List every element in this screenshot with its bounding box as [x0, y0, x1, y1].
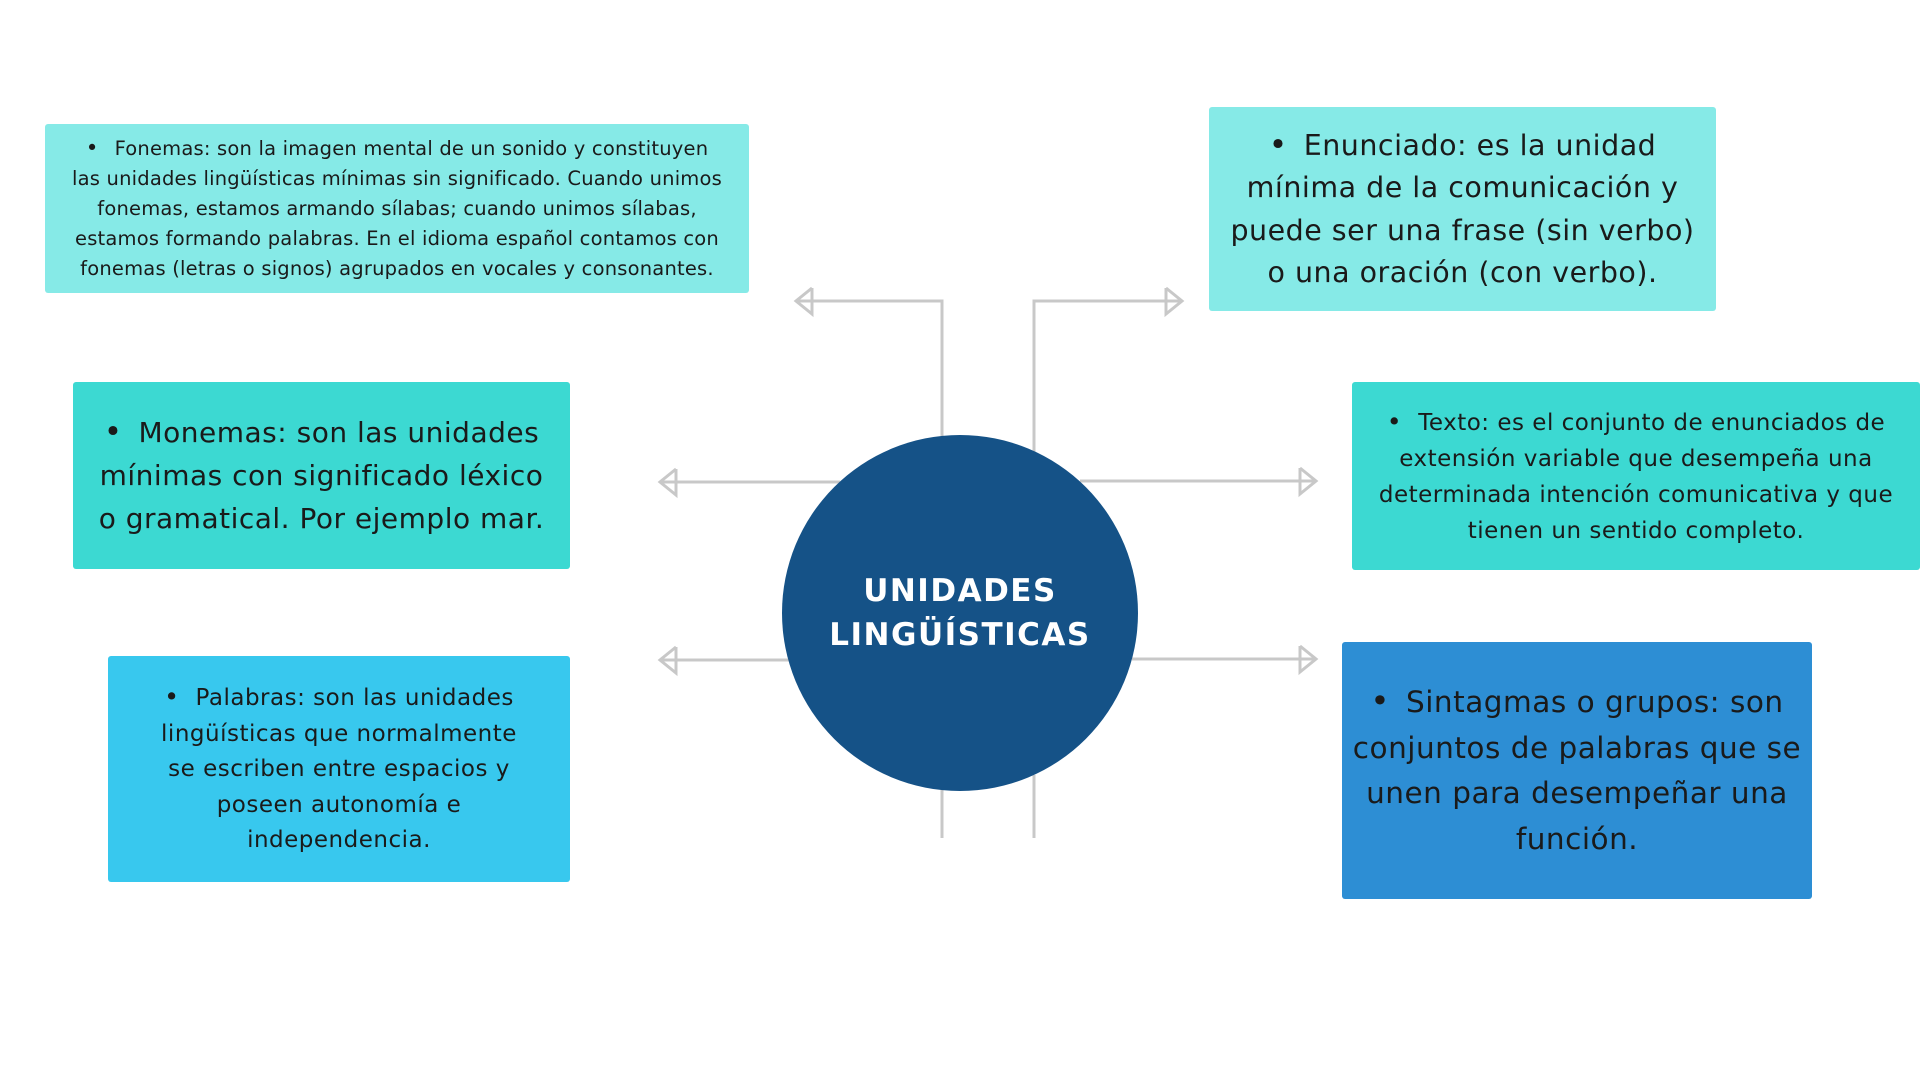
- node-texto: Texto: es el conjunto de enunciados de e…: [1352, 382, 1920, 570]
- node-palabras: Palabras: son las unidades lingüísticas …: [108, 656, 570, 882]
- node-sintagmas: Sintagmas o grupos: son conjuntos de pal…: [1342, 642, 1812, 899]
- central-node: UNIDADES LINGÜÍSTICAS: [782, 435, 1138, 791]
- node-texto-text: Texto: es el conjunto de enunciados de e…: [1362, 404, 1910, 549]
- connector-enunciado: [1032, 299, 1180, 452]
- node-palabras-text: Palabras: son las unidades lingüísticas …: [158, 679, 520, 859]
- node-monemas-text: Monemas: son las unidades mínimas con si…: [89, 411, 554, 540]
- arrowhead-sintagmas: [1298, 644, 1319, 676]
- arrowhead-fonemas: [793, 286, 814, 318]
- arrowhead-monemas: [657, 467, 678, 499]
- arrowhead-texto: [1298, 466, 1319, 498]
- node-fonemas: Fonemas: son la imagen mental de un soni…: [45, 124, 749, 293]
- arrowhead-enunciado: [1164, 286, 1185, 318]
- node-enunciado-text: Enunciado: es la unidad mínima de la com…: [1223, 124, 1702, 295]
- node-sintagmas-text: Sintagmas o grupos: son conjuntos de pal…: [1352, 679, 1802, 862]
- connector-fonemas: [798, 299, 944, 437]
- node-monemas: Monemas: son las unidades mínimas con si…: [73, 382, 570, 569]
- central-node-title: UNIDADES LINGÜÍSTICAS: [829, 573, 1091, 653]
- node-fonemas-text: Fonemas: son la imagen mental de un soni…: [69, 134, 725, 284]
- arrowhead-palabras: [657, 645, 678, 677]
- node-enunciado: Enunciado: es la unidad mínima de la com…: [1209, 107, 1716, 311]
